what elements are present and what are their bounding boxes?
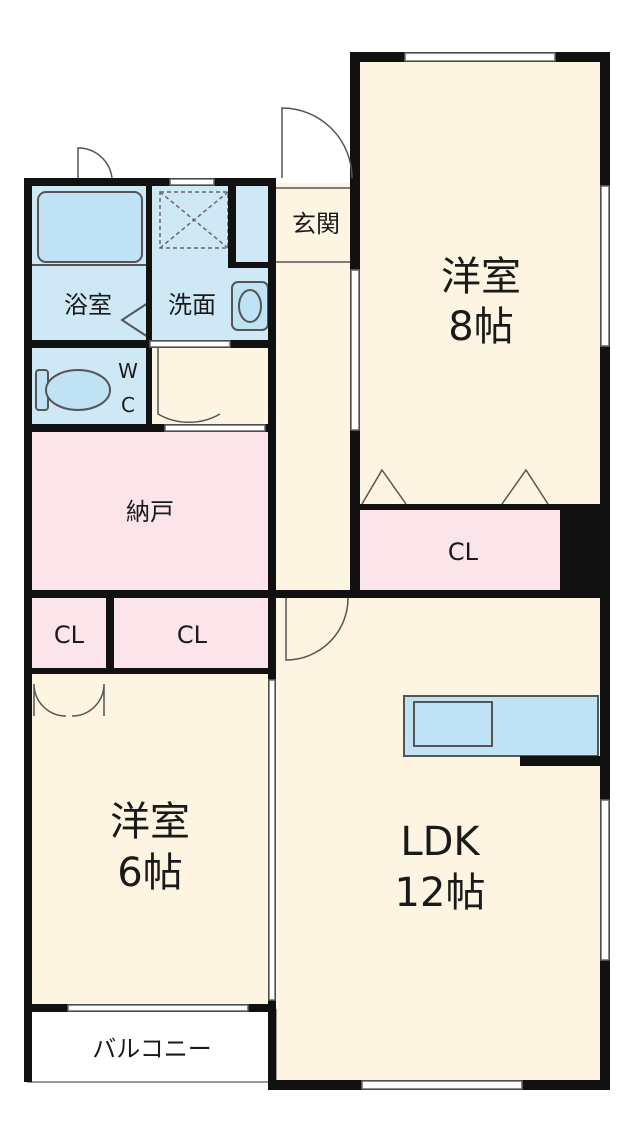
entrance-floor: [276, 183, 356, 265]
western-8-floor: [356, 56, 606, 508]
washroom-label: 洗面: [168, 291, 216, 319]
toilet-bowl: [45, 369, 111, 411]
bath-label: 浴室: [64, 291, 112, 319]
western-8-size: 8帖: [448, 304, 513, 350]
closet-left-wide-floor: [112, 594, 276, 672]
closet-left-wide-label: CL: [177, 621, 208, 649]
washer-diag-2: [159, 191, 229, 249]
windows: [67, 52, 610, 1090]
storage-room-label: 納戸: [126, 498, 174, 526]
closet-top-right-floor: [358, 508, 563, 594]
toilet-label-w: W: [118, 359, 138, 383]
western-6-size: 6帖: [117, 850, 182, 896]
ldk-size: 12帖: [395, 870, 486, 916]
balcony-label: バルコニー: [92, 1035, 212, 1063]
western-6-floor: [28, 672, 276, 1008]
western-8-name: 洋室: [441, 254, 521, 300]
ldk-name: LDK: [400, 819, 481, 865]
bathtub: [37, 191, 143, 263]
doors: [33, 107, 549, 717]
storage-room-floor: [28, 428, 276, 594]
basin-bowl: [238, 289, 262, 323]
closet-left-small-label: CL: [54, 621, 85, 649]
kitchen-sink: [413, 701, 493, 747]
washer-space: [159, 191, 229, 249]
closet-left-small-floor: [28, 594, 112, 672]
entrance-label: 玄関: [292, 210, 340, 238]
western-6-name: 洋室: [110, 799, 190, 845]
closet-top-right-label: CL: [448, 538, 479, 566]
ldk-floor: [276, 594, 606, 1082]
toilet-label-c: C: [121, 393, 135, 417]
